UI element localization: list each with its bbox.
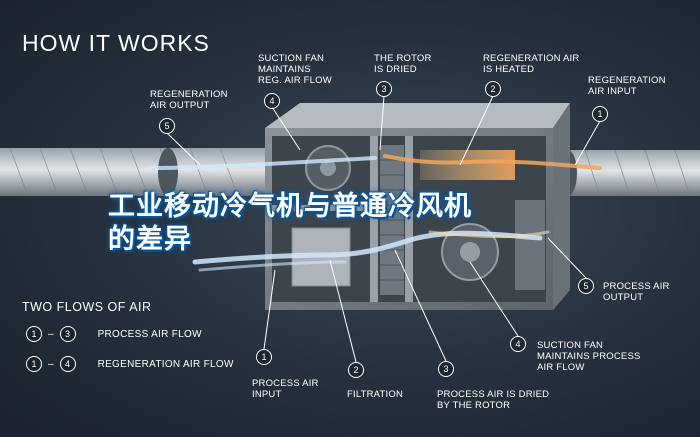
callout-line: AIR OUTPUT: [150, 100, 210, 111]
headline-line: 的差异: [108, 224, 192, 254]
callout-line: REGENERATION AIR: [483, 53, 580, 64]
callout-number-badge: 1: [592, 106, 608, 122]
callout-number-badge: 5: [578, 278, 594, 294]
callout-rotor-dried: THE ROTOR IS DRIED: [374, 53, 432, 75]
callout-line: REGENERATION: [588, 75, 666, 86]
callout-number-badge: 4: [510, 336, 526, 352]
callout-leaders: [166, 95, 601, 363]
callout-number-badge: 2: [485, 81, 501, 97]
callout-line: PROCESS AIR: [603, 281, 670, 292]
process-air-flow: [192, 230, 550, 272]
callout-line: OUTPUT: [603, 292, 644, 303]
callout-line: INPUT: [252, 389, 282, 400]
callout-line: PROCESS AIR: [252, 378, 319, 389]
callout-number-badge: 5: [159, 118, 175, 134]
legend-title: TWO FLOWS OF AIR: [22, 300, 152, 314]
callout-number-badge: 3: [376, 81, 392, 97]
callout-line: THE ROTOR: [374, 53, 432, 64]
page-title: HOW IT WORKS: [22, 30, 210, 56]
callout-suction-fan-reg: SUCTION FAN MAINTAINS REG. AIR FLOW: [258, 53, 332, 86]
legend-process-air-flow: 1 – 3 PROCESS AIR FLOW: [26, 325, 202, 343]
callout-regeneration-heated: REGENERATION AIR IS HEATED: [483, 53, 579, 75]
callout-filtration: FILTRATION: [347, 389, 403, 400]
callout-line: IS HEATED: [483, 64, 535, 75]
regeneration-air-flow: [148, 154, 602, 170]
legend-from-badge: 1: [26, 326, 42, 342]
headline-overlay: 工业移动冷气机与普通冷风机 的差异: [108, 190, 472, 256]
callout-process-air-output: PROCESS AIR OUTPUT: [603, 281, 670, 303]
legend-dash: –: [48, 358, 54, 370]
callout-process-air-input: PROCESS AIR INPUT: [252, 378, 319, 400]
callout-line: MAINTAINS PROCESS: [537, 351, 641, 362]
legend-label: PROCESS AIR FLOW: [97, 328, 202, 340]
callout-process-air-dried: PROCESS AIR IS DRIED BY THE ROTOR: [437, 389, 549, 411]
callout-suction-fan-process: SUCTION FAN MAINTAINS PROCESS AIR FLOW: [537, 340, 641, 373]
callout-line: PROCESS AIR IS DRIED: [437, 389, 550, 400]
callout-line: REG. AIR FLOW: [258, 75, 332, 86]
callout-line: SUCTION FAN: [537, 340, 604, 351]
callout-line: SUCTION FAN: [258, 53, 325, 64]
callout-line: REGENERATION: [150, 89, 228, 100]
headline-line: 工业移动冷气机与普通冷风机: [108, 191, 472, 221]
legend-regeneration-air-flow: 1 – 4 REGENERATION AIR FLOW: [26, 355, 234, 373]
callout-line: IS DRIED: [374, 64, 417, 75]
callout-regeneration-air-output: REGENERATION AIR OUTPUT: [150, 89, 228, 111]
callout-line: MAINTAINS: [258, 64, 311, 75]
legend-dash: –: [48, 328, 54, 340]
legend-to-badge: 4: [59, 356, 76, 372]
callout-line: BY THE ROTOR: [437, 400, 511, 411]
callout-number-badge: 1: [256, 349, 272, 365]
callout-number-badge: 4: [264, 93, 280, 109]
callout-regeneration-air-input: REGENERATION AIR INPUT: [588, 75, 666, 97]
callout-number-badge: 2: [348, 362, 364, 378]
legend-to-badge: 3: [59, 326, 76, 342]
callout-number-badge: 3: [438, 361, 454, 377]
left-duct: [0, 147, 275, 197]
callout-line: AIR INPUT: [588, 86, 637, 97]
callout-line: AIR FLOW: [537, 362, 585, 373]
legend-from-badge: 1: [26, 356, 42, 372]
legend-label: REGENERATION AIR FLOW: [97, 358, 234, 370]
callout-line: FILTRATION: [347, 389, 404, 400]
